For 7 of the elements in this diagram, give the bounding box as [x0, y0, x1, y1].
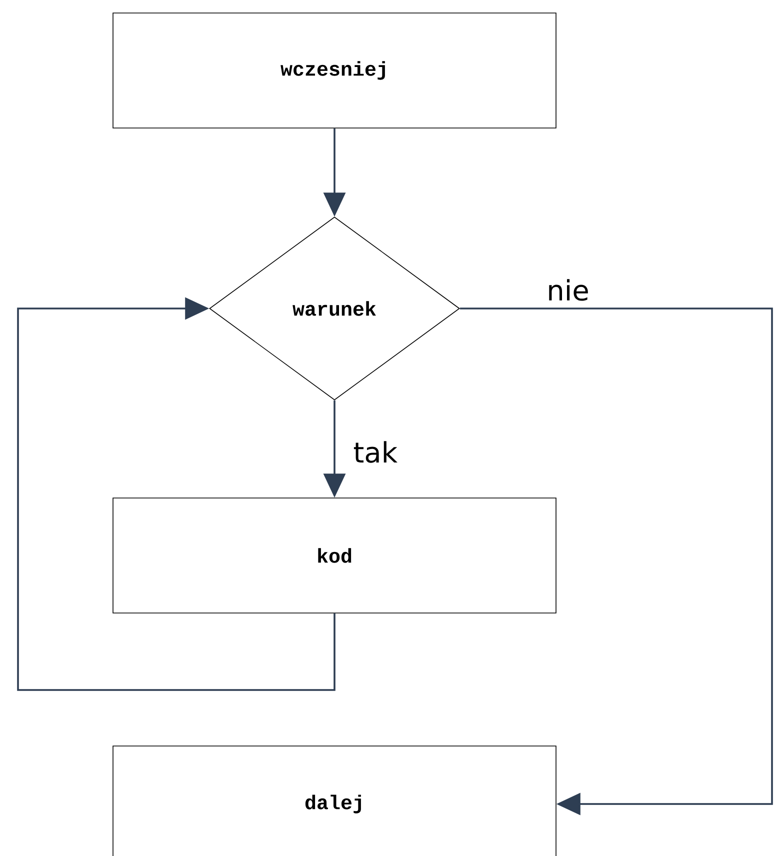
arrow — [17, 297, 336, 691]
edge-label: nie — [546, 278, 590, 302]
arrow — [460, 308, 773, 816]
process-box: dalej — [112, 746, 556, 856]
process-box: wczesniej — [112, 12, 556, 128]
process-box: kod — [112, 498, 556, 614]
edge-label: tak — [352, 440, 399, 464]
